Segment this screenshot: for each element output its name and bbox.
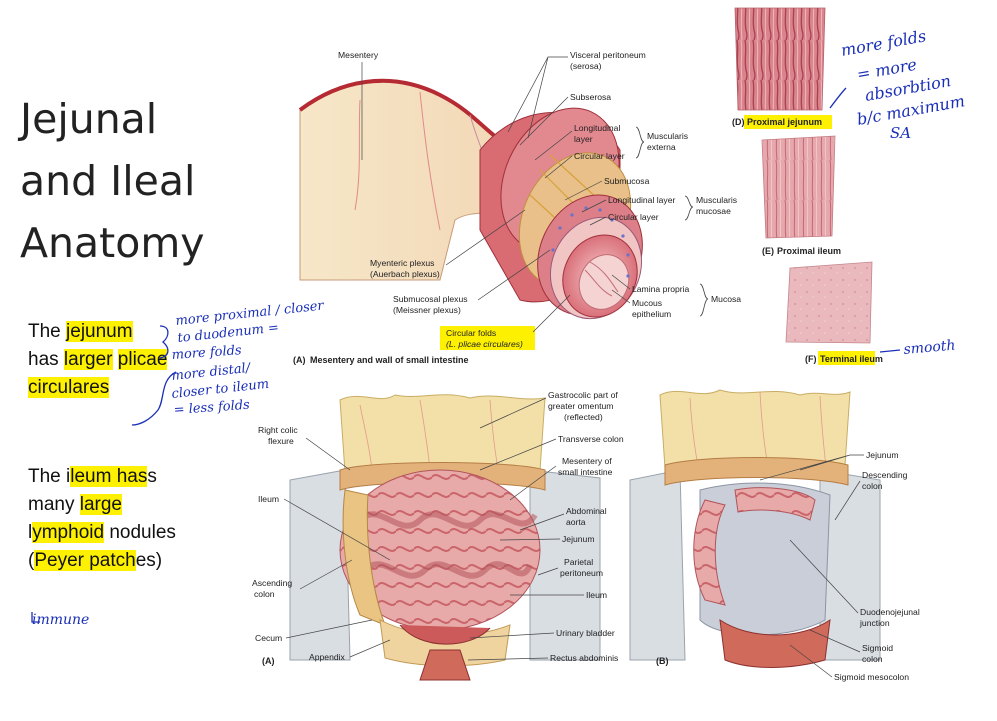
svg-text:small intestine: small intestine bbox=[558, 467, 613, 477]
highlight-larger: larger bbox=[63, 349, 113, 370]
highlight-circular-folds bbox=[440, 326, 535, 350]
label-proximal-ileum: Proximal ileum bbox=[777, 246, 841, 256]
label-rectus-abdominis: Rectus abdominis bbox=[550, 653, 618, 663]
label-ileum-left: Ileum bbox=[258, 494, 279, 504]
title-line-2: and Ileal bbox=[20, 157, 196, 205]
intestine-wall-illustration bbox=[298, 78, 643, 320]
label-mesentery: Mesentery bbox=[338, 50, 379, 60]
label-cecum: Cecum bbox=[255, 633, 282, 643]
panel-terminal-ileum: (F) Terminal ileum bbox=[785, 261, 883, 365]
immune-arrow bbox=[31, 612, 40, 623]
svg-text:(A): (A) bbox=[293, 355, 306, 365]
abdomen-illustration-a bbox=[289, 394, 601, 681]
ileum-paragraph: The ileum hass many large lymphoid nodul… bbox=[28, 466, 176, 571]
svg-text:colon: colon bbox=[254, 589, 275, 599]
highlight-leum-has: leum has bbox=[70, 466, 148, 487]
label-muscularis-mucosae: Muscularis bbox=[696, 195, 737, 205]
label-circular-layer-2: Circular layer bbox=[608, 212, 659, 222]
label-longitudinal-layer-2: Longitudinal layer bbox=[608, 195, 676, 205]
jejunum-paragraph: The jejunum has larger plicae circulares bbox=[28, 321, 168, 398]
highlight-ymphoid: ymphoid bbox=[32, 522, 105, 543]
svg-text:(Auerbach plexus): (Auerbach plexus) bbox=[370, 269, 440, 279]
label-longitudinal-layer: Longitudinal bbox=[574, 123, 620, 133]
svg-text:(Meissner plexus): (Meissner plexus) bbox=[393, 305, 461, 315]
svg-text:epithelium: epithelium bbox=[632, 309, 671, 319]
panel-proximal-jejunum: (D) Proximal jejunum bbox=[732, 7, 832, 129]
label-jejunum-b: Jejunum bbox=[866, 450, 898, 460]
label-urinary-bladder: Urinary bladder bbox=[556, 628, 615, 638]
label-sigmoid-mesocolon: Sigmoid mesocolon bbox=[834, 672, 909, 682]
label-circular-layer: Circular layer bbox=[574, 151, 625, 161]
label-ileum-mid: Ileum bbox=[586, 590, 607, 600]
caption-mesentery-wall: Mesentery and wall of small intestine bbox=[310, 355, 469, 365]
svg-text:(F): (F) bbox=[805, 354, 817, 364]
label-gastrocolic-omentum: Gastrocolic part of bbox=[548, 390, 618, 400]
svg-text:greater omentum: greater omentum bbox=[548, 401, 613, 411]
note-smooth: smooth bbox=[903, 338, 956, 358]
label-ascending-colon: Ascending bbox=[252, 578, 292, 588]
slide-title: Jejunal and Ileal Anatomy bbox=[20, 88, 205, 274]
ileum-note-curve bbox=[131, 371, 177, 426]
label-transverse-colon: Transverse colon bbox=[558, 434, 624, 444]
svg-text:externa: externa bbox=[647, 142, 676, 152]
label-right-colic-flexure: Right colic bbox=[258, 425, 298, 435]
label-proximal-jejunum: Proximal jejunum bbox=[747, 117, 822, 127]
highlight-large: large bbox=[79, 494, 122, 515]
svg-text:junction: junction bbox=[859, 618, 890, 628]
label-descending-colon: Descending bbox=[862, 470, 908, 480]
svg-text:(reflected): (reflected) bbox=[564, 412, 603, 422]
label-duodenojejunal-junction: Duodenojejunal bbox=[860, 607, 920, 617]
highlight-jejunum: jejunum bbox=[66, 321, 133, 342]
abdomen-illustration-b bbox=[629, 389, 881, 668]
label-appendix: Appendix bbox=[309, 652, 346, 662]
label-abdominal-aorta: Abdominal bbox=[566, 506, 607, 516]
svg-text:colon: colon bbox=[862, 481, 883, 491]
svg-text:peritoneum: peritoneum bbox=[560, 568, 603, 578]
abdomen-b-labels: (B) Jejunum Descending colon Duodenojeju… bbox=[656, 450, 920, 682]
svg-text:mucosae: mucosae bbox=[696, 206, 731, 216]
label-visceral-peritoneum: Visceral peritoneum bbox=[570, 50, 646, 60]
label-sigmoid-colon: Sigmoid bbox=[862, 643, 893, 653]
svg-text:(A): (A) bbox=[262, 656, 275, 666]
abdomen-a-labels: Right colic flexure Ileum Ascending colo… bbox=[252, 390, 624, 666]
label-lamina-propria: Lamina propria bbox=[632, 284, 690, 294]
svg-text:SA: SA bbox=[890, 124, 911, 142]
label-myenteric-plexus: Myenteric plexus bbox=[370, 258, 434, 268]
svg-text:layer: layer bbox=[574, 134, 593, 144]
svg-text:(E): (E) bbox=[762, 246, 774, 256]
svg-text:(serosa): (serosa) bbox=[570, 61, 602, 71]
svg-text:flexure: flexure bbox=[268, 436, 294, 446]
label-subserosa: Subserosa bbox=[570, 92, 611, 102]
note-immune: immune bbox=[32, 612, 89, 628]
label-parietal-peritoneum: Parietal bbox=[564, 557, 593, 567]
wall-labels: Mesentery Visceral peritoneum (serosa) S… bbox=[293, 50, 741, 365]
svg-text:(D): (D) bbox=[732, 117, 745, 127]
label-mesentery-small-intestine: Mesentery of bbox=[562, 456, 612, 466]
svg-text:colon: colon bbox=[862, 654, 883, 664]
svg-text:= less folds: = less folds bbox=[173, 398, 250, 418]
label-circular-folds: Circular folds bbox=[446, 328, 496, 338]
svg-text:(L. plicae circulares): (L. plicae circulares) bbox=[446, 339, 523, 349]
label-submucosal-plexus: Submucosal plexus bbox=[393, 294, 468, 304]
label-mucosa: Mucosa bbox=[711, 294, 741, 304]
label-muscularis-externa: Muscularis bbox=[647, 131, 688, 141]
label-terminal-ileum: Terminal ileum bbox=[820, 354, 883, 364]
jejunum-brace bbox=[159, 325, 169, 359]
label-submucosa: Submucosa bbox=[604, 176, 650, 186]
label-jejunum-a: Jejunum bbox=[562, 534, 594, 544]
svg-text:aorta: aorta bbox=[566, 517, 586, 527]
svg-text:more folds: more folds bbox=[171, 343, 242, 363]
panel-proximal-ileum: (E) Proximal ileum bbox=[761, 135, 841, 256]
highlight-peyer-patch: Peyer patch bbox=[34, 550, 136, 571]
note-arrow-proximal-jejunum bbox=[829, 87, 847, 109]
title-line-1: Jejunal bbox=[20, 95, 158, 143]
svg-text:(B): (B) bbox=[656, 656, 669, 666]
smooth-arrow bbox=[879, 349, 901, 353]
title-line-3: Anatomy bbox=[20, 219, 205, 267]
label-mucous-epithelium: Mucous bbox=[632, 298, 662, 308]
